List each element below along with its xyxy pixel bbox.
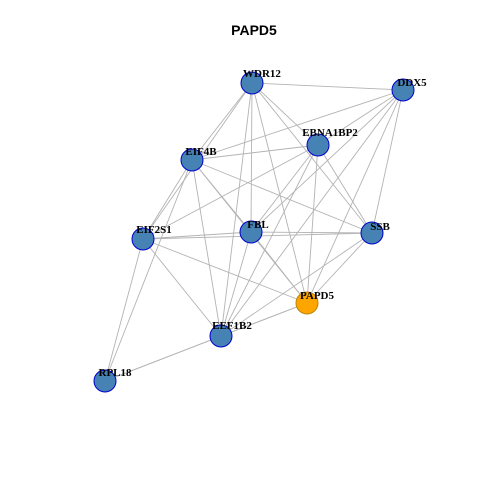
edge-ebna1bp2-eif2s1 xyxy=(142,144,319,240)
edge-eif2s1-eef1b2 xyxy=(142,238,222,337)
edge-eif4b-eif2s1 xyxy=(142,159,193,240)
edge-fbl-papd5 xyxy=(250,231,308,304)
edge-ddx5-eef1b2 xyxy=(220,89,404,337)
edge-wdr12-ddx5 xyxy=(251,82,404,91)
node-eif4b xyxy=(180,148,204,172)
edge-ddx5-papd5 xyxy=(306,89,404,304)
node-label-eif4b: EIF4B xyxy=(185,146,217,158)
node-label-fbl: FBL xyxy=(247,219,268,231)
edge-ebna1bp2-eef1b2 xyxy=(220,144,319,337)
edge-ddx5-eif4b xyxy=(191,89,404,161)
edge-wdr12-ebna1bp2 xyxy=(251,82,319,146)
edge-ebna1bp2-eif4b xyxy=(191,144,319,161)
node-wdr12 xyxy=(240,71,264,95)
edge-eif4b-ssb xyxy=(191,159,373,234)
node-label-eef1b2: EEF1B2 xyxy=(212,320,252,332)
diagram-title: PAPD5 xyxy=(231,22,277,38)
node-label-rpl18: RPL18 xyxy=(99,367,133,379)
node-fbl xyxy=(239,220,263,244)
edge-ebna1bp2-papd5 xyxy=(306,144,319,304)
edge-ebna1bp2-ssb xyxy=(317,144,373,234)
edge-layer xyxy=(104,82,404,382)
node-papd5 xyxy=(295,291,319,315)
node-ebna1bp2 xyxy=(306,133,330,157)
edge-eif4b-eef1b2 xyxy=(191,159,222,337)
node-label-eif2s1: EIF2S1 xyxy=(136,224,171,236)
edge-ssb-eef1b2 xyxy=(220,232,373,337)
edge-wdr12-eif4b xyxy=(191,82,253,161)
edge-ddx5-fbl xyxy=(250,89,404,233)
edge-wdr12-ssb xyxy=(251,82,373,234)
edge-wdr12-papd5 xyxy=(251,82,308,304)
node-eif2s1 xyxy=(131,227,155,251)
node-eef1b2 xyxy=(209,324,233,348)
edge-eif4b-rpl18 xyxy=(104,159,193,382)
edge-fbl-ssb xyxy=(250,231,373,234)
edge-eif2s1-papd5 xyxy=(142,238,308,304)
node-label-wdr12: WDR12 xyxy=(243,68,281,80)
edge-eef1b2-rpl18 xyxy=(104,335,222,382)
node-ssb xyxy=(360,221,384,245)
node-layer xyxy=(93,71,415,393)
edge-wdr12-fbl xyxy=(250,82,253,233)
node-label-ebna1bp2: EBNA1BP2 xyxy=(302,127,358,139)
node-label-ddx5: DDX5 xyxy=(397,77,427,89)
node-label-ssb: SSB xyxy=(370,221,390,233)
node-ddx5 xyxy=(391,78,415,102)
node-label-papd5: PAPD5 xyxy=(300,290,335,302)
edge-wdr12-eef1b2 xyxy=(220,82,253,337)
edge-ssb-papd5 xyxy=(306,232,373,304)
node-rpl18 xyxy=(93,369,117,393)
edge-fbl-eif2s1 xyxy=(142,231,252,240)
edge-eif2s1-rpl18 xyxy=(104,238,144,382)
edge-ebna1bp2-fbl xyxy=(250,144,319,233)
edge-ddx5-ebna1bp2 xyxy=(317,89,404,146)
edge-fbl-eef1b2 xyxy=(220,231,252,337)
edge-ddx5-ssb xyxy=(371,89,404,234)
